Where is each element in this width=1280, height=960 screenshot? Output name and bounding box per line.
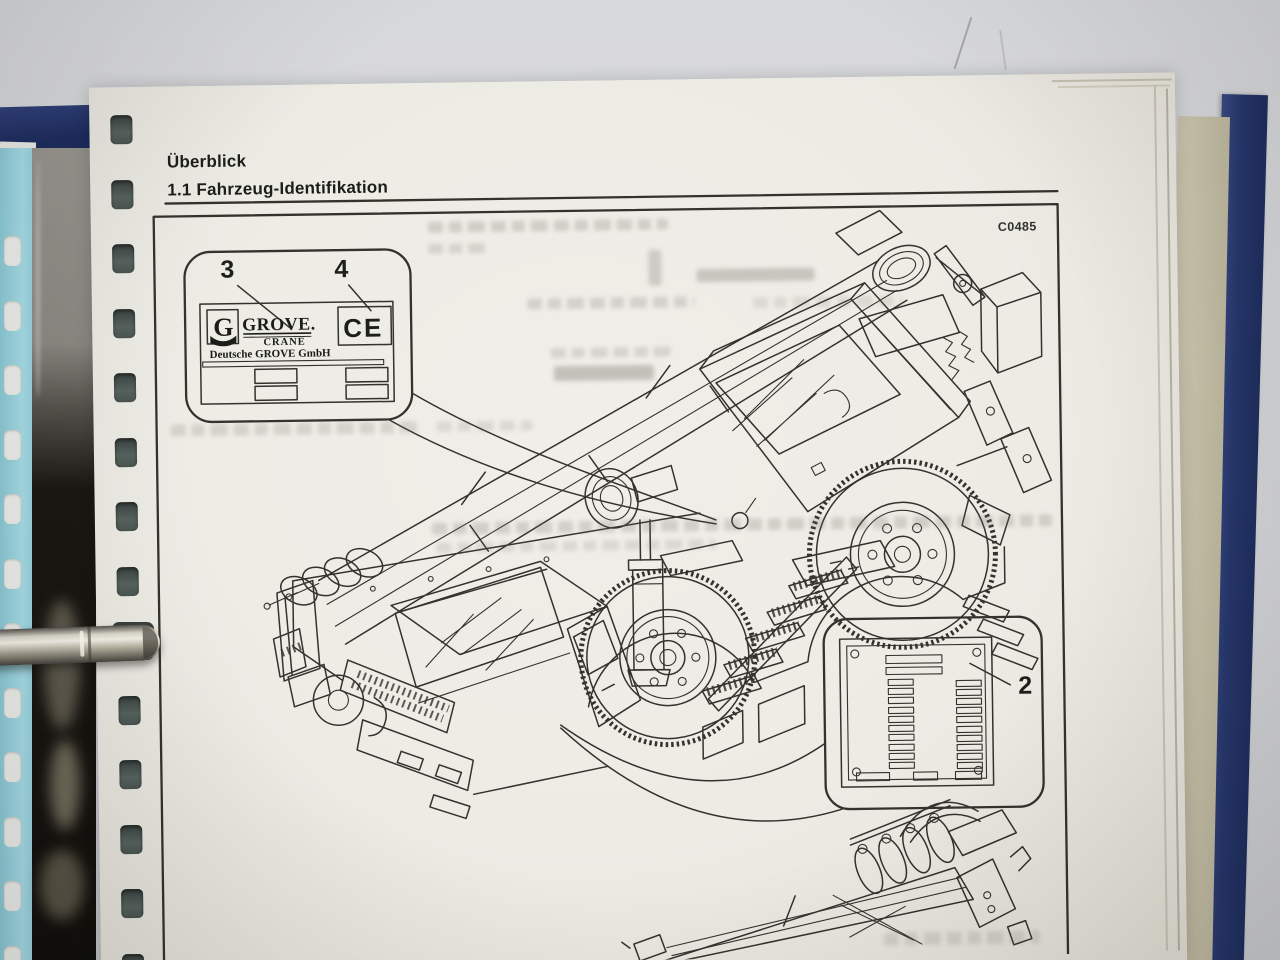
brand-text: GROVE. — [242, 313, 316, 334]
ce-mark-text: CE — [343, 313, 384, 344]
page-edge-glint — [36, 158, 40, 398]
divider-hole — [4, 881, 21, 911]
leader-swoosh-top — [411, 392, 717, 521]
ring-end-cap — [142, 626, 159, 659]
divider-hole — [4, 494, 21, 524]
binder-mechanism-gap — [32, 148, 96, 960]
divider-hole — [4, 558, 21, 589]
divider-hole — [4, 236, 21, 266]
leader-swoosh-bottom — [560, 727, 843, 822]
company-text: Deutsche GROVE GmbH — [210, 347, 332, 361]
punch-hole — [118, 695, 141, 725]
background-scratch — [953, 17, 973, 69]
bleed-through-text — [883, 930, 1040, 946]
subsection-title: 1.1 Fahrzeug-Identifikation — [167, 177, 389, 200]
wheel-middle — [578, 568, 758, 748]
punch-hole — [114, 437, 138, 467]
divider-hole — [4, 300, 21, 331]
metal-glint — [44, 600, 80, 730]
divider-hole — [4, 429, 21, 460]
callout-label-2: 2 — [1018, 672, 1032, 700]
bleed-through-box — [553, 364, 654, 382]
bleed-through-heading — [696, 267, 815, 283]
divider-hole — [4, 687, 21, 718]
bleed-through-text — [436, 420, 533, 432]
divider-hole — [4, 365, 21, 395]
ce-mark-icon — [337, 305, 393, 346]
brand-division-text: CRANE — [263, 337, 305, 349]
punch-hole — [115, 501, 139, 532]
mobile-crane-drawing — [263, 209, 1053, 820]
wheel-rear — [806, 458, 998, 650]
leader-line-2 — [969, 662, 1012, 686]
leader-swoosh-top — [560, 724, 826, 782]
punch-hole — [112, 244, 135, 274]
boom-head-sheaves — [263, 547, 384, 708]
manual-page: Überblick 1.1 Fahrzeug-Identifikation C0… — [88, 72, 1188, 960]
divider-hole — [4, 945, 21, 960]
metal-glint — [50, 740, 80, 830]
ring-joint — [87, 626, 92, 663]
identification-plate — [838, 636, 995, 788]
plate-field-rows — [887, 678, 983, 770]
leader-line-3 — [236, 284, 292, 330]
second-crane-drawing-partial — [621, 798, 1033, 960]
bleed-through-numeral — [648, 249, 662, 286]
driver-cab — [312, 560, 642, 820]
bleed-through-text — [550, 346, 671, 359]
grove-logo-swoosh — [210, 335, 237, 347]
ring-highlight — [79, 630, 85, 657]
punch-hole — [119, 759, 142, 790]
bleed-through-text — [428, 243, 487, 254]
punch-hole — [121, 953, 145, 960]
operator-cab — [699, 282, 972, 530]
metal-glint — [40, 850, 84, 920]
identification-plate-callout: 2 — [560, 615, 1045, 822]
bleed-through-text — [526, 296, 695, 310]
manufacturer-plate: G GROVE. CRANE Deutsche GROVE GmbH — [199, 300, 396, 405]
divider-hole — [4, 752, 21, 782]
punch-hole — [113, 372, 137, 403]
leader-swoosh-bottom — [387, 418, 717, 525]
figure-code: C0485 — [997, 219, 1037, 234]
section-title: Überblick — [166, 151, 247, 172]
punch-hole — [111, 179, 134, 209]
header-rule — [164, 189, 1059, 205]
figure-frame — [152, 202, 1070, 960]
punch-hole — [112, 308, 136, 338]
punch-hole — [110, 115, 133, 145]
bleed-through-text — [752, 295, 903, 309]
background-scratch — [999, 30, 1007, 70]
crane-illustration: 3 4 G GROVE. CRANE Deutsche GROVE GmbH — [152, 189, 1070, 960]
binder-ring — [0, 624, 161, 666]
callout-label-4: 4 — [334, 255, 348, 283]
punch-hole — [120, 824, 143, 854]
manufacturer-plate-callout: 3 4 G GROVE. CRANE Deutsche GROVE GmbH — [183, 248, 717, 525]
punch-hole — [121, 888, 144, 919]
grove-logo-letter: G — [213, 313, 234, 342]
punch-hole — [116, 566, 139, 596]
callout-label-3: 3 — [220, 256, 234, 284]
access-stairs — [701, 556, 1039, 712]
divider-hole — [4, 816, 21, 847]
